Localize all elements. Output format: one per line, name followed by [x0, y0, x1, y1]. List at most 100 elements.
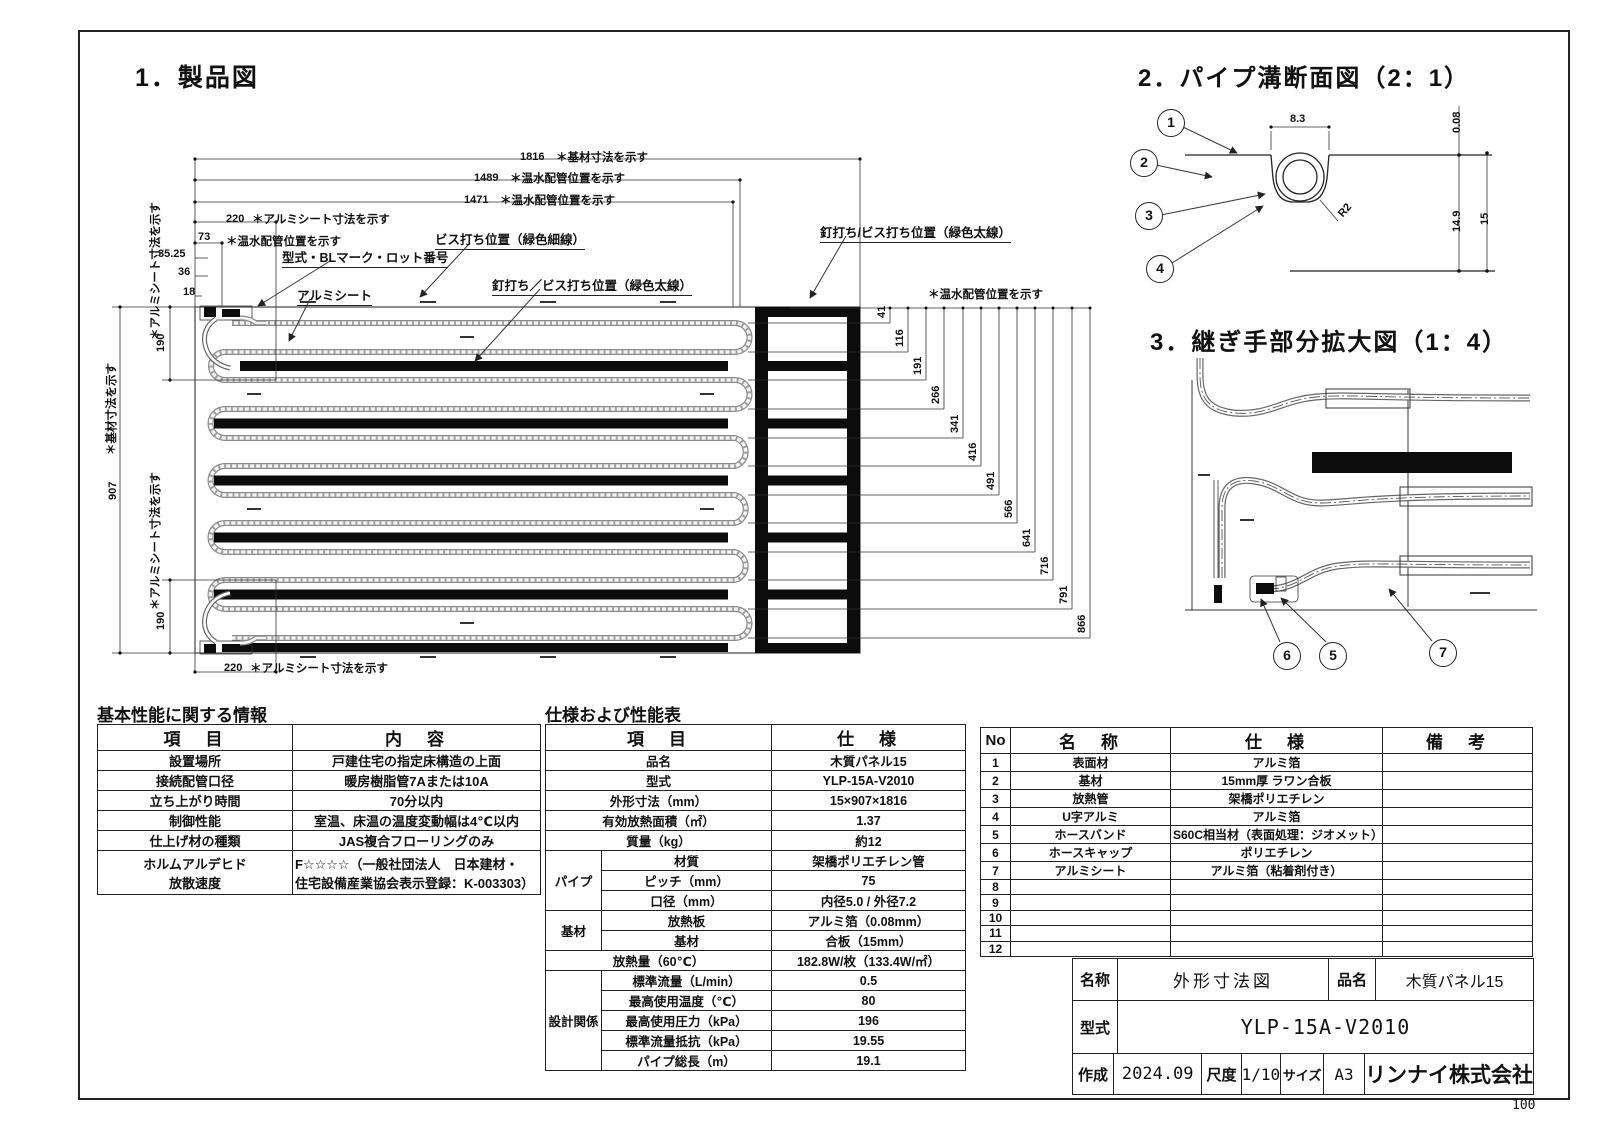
title-block-name-value: 外形寸法図 — [1117, 959, 1328, 1000]
cell — [1382, 825, 1533, 844]
table-row: 外形寸法（mm）15×907×1816 — [545, 790, 966, 811]
title-block-name-label: 名称 — [1079, 972, 1110, 989]
cell — [1382, 909, 1533, 927]
dimension-lines — [112, 158, 1091, 673]
sheet-border — [78, 30, 1570, 1100]
group-cell-design: 設計関係 — [545, 970, 602, 1071]
chain-566: 566 — [1003, 499, 1015, 518]
cell: 4 — [980, 807, 1011, 826]
cell: 室温、床温の温度変動幅は4℃以内 — [292, 810, 541, 831]
product-drawing — [112, 157, 1092, 674]
cell: 1 — [980, 753, 1011, 772]
heating-pipe-serpentine — [207, 320, 753, 641]
balloon-1: 1 — [1157, 109, 1185, 137]
dim-18: 18 — [183, 286, 196, 298]
nail-line-bars — [214, 361, 728, 652]
cell: 接続配管口径 — [97, 770, 293, 791]
cell — [1382, 878, 1533, 896]
cell: 1.37 — [771, 810, 966, 831]
cell: U字アルミ — [1010, 807, 1171, 826]
cell: アルミ箔（粘着剤付き） — [1170, 861, 1383, 880]
table-row: 標準流量抵抗（kPa）19.55 — [546, 1030, 966, 1051]
cell: ホースバンド — [1010, 825, 1171, 844]
cell: 約12 — [771, 830, 966, 851]
cell: ホースキャップ — [1010, 843, 1171, 862]
cell — [1170, 894, 1383, 911]
cell: 放熱板 — [601, 910, 772, 931]
joint-groove-boxes — [1325, 388, 1533, 576]
chain-791: 791 — [1058, 585, 1070, 604]
table-row: 放熱量（60℃）182.8W/枚（133.4W/㎡） — [545, 950, 966, 971]
spec-table-title: 仕様および性能表 — [545, 706, 681, 725]
groove-dim-foil: 0.08 — [1451, 111, 1463, 133]
cell: 架橋ポリエチレン — [1170, 789, 1383, 808]
table-row: ピッチ（mm）75 — [546, 870, 966, 891]
cell — [1010, 878, 1171, 896]
title-block-size-value: A3 — [1322, 1054, 1364, 1094]
balloon-leaders — [1155, 126, 1266, 264]
note-right-chain: ＊温水配管位置を示す — [928, 289, 1043, 301]
cell: 架橋ポリエチレン管 — [771, 850, 966, 871]
dim-1816: 1816 — [520, 151, 545, 163]
cell: 口径（mm） — [601, 890, 772, 911]
cell: ホルムアルデヒド 放散速度 — [97, 850, 293, 895]
cell: 暖房樹脂管7Aまたは10A — [292, 770, 541, 791]
cell: 有効放熱面積（㎡） — [545, 810, 772, 831]
dim-35-25: 35.25 — [158, 248, 186, 260]
cell: 型式 — [545, 770, 772, 791]
cell: 5 — [980, 825, 1011, 844]
chain-41: 41 — [876, 305, 888, 318]
cell: 80 — [771, 990, 966, 1011]
cell: 19.1 — [771, 1050, 966, 1071]
dim-1489: 1489 — [474, 172, 499, 184]
cell — [1010, 894, 1171, 911]
cell: 10 — [980, 909, 1011, 927]
cell: 立ち上がり時間 — [97, 790, 293, 811]
spec-header-spec: 仕 様 — [771, 724, 966, 751]
cell: 15mm厚 ラワン合板 — [1170, 771, 1383, 790]
cell: 放熱管 — [1010, 789, 1171, 808]
cell — [1382, 807, 1533, 826]
cell: S60C相当材（表面処理：ジオメット） — [1170, 825, 1383, 844]
table-row: 制御性能室温、床温の温度変動幅は4℃以内 — [97, 810, 541, 831]
cell — [1010, 909, 1171, 927]
table-row: 10 — [980, 909, 1533, 927]
title-block-model-label: 型式 — [1079, 1019, 1110, 1037]
note-220-top: ＊アルミシート寸法を示す — [252, 214, 390, 226]
cell: 75 — [771, 870, 966, 891]
cell: 最高使用圧力（kPa） — [601, 1010, 772, 1031]
cell: F☆☆☆☆（一般社団法人 日本建材・ 住宅設備産業協会表示登録：K-003303… — [292, 850, 541, 895]
table-row: 接続配管口径暖房樹脂管7Aまたは10A — [97, 770, 541, 791]
cell: 15×907×1816 — [771, 790, 966, 811]
cell: パイプ総長（m） — [601, 1050, 772, 1071]
balloon-3: 3 — [1135, 202, 1163, 230]
table-row: 設置場所戸建住宅の指定床構造の上面 — [97, 750, 541, 771]
cell: 7 — [980, 861, 1011, 880]
label-model-mark: 型式・BLマーク・ロット番号 — [282, 247, 449, 268]
basic-table-title: 基本性能に関する情報 — [97, 706, 267, 725]
cell: 12 — [980, 940, 1011, 957]
cell: 基材 — [601, 930, 772, 951]
table-row: 質量（kg）約12 — [545, 830, 966, 851]
basic-header-item: 項 目 — [97, 724, 293, 751]
cell: 品名 — [545, 750, 772, 771]
cell: 196 — [771, 1010, 966, 1031]
note-1816: ＊基材寸法を示す — [556, 152, 648, 164]
joint-fitting-parts — [1214, 575, 1299, 603]
cell — [1382, 861, 1533, 880]
groove-dim-depth: 14.9 — [1451, 210, 1463, 232]
chain-416: 416 — [967, 442, 979, 461]
table-row: 基材放熱板アルミ箔（0.08mm） — [545, 910, 966, 951]
title-block-scale-value: 1/10 — [1240, 1054, 1280, 1094]
title-block-scale-label: 尺度 — [1201, 1054, 1240, 1094]
alumi-sheet-lines — [162, 307, 277, 653]
groove-section-drawing — [1155, 106, 1495, 273]
cell: 内径5.0 / 外径7.2 — [771, 890, 966, 911]
cell: YLP-15A-V2010 — [771, 770, 966, 791]
